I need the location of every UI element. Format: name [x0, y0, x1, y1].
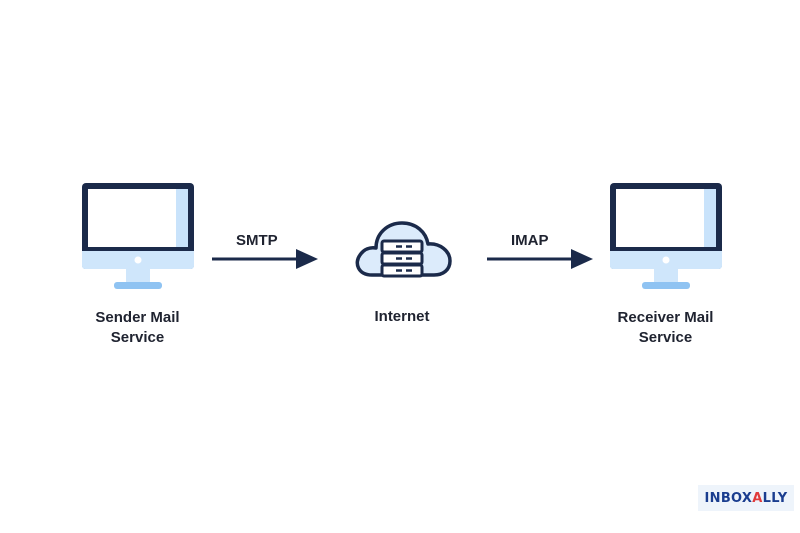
internet-label: Internet — [374, 308, 430, 325]
sender-node: Sender Mail Service — [70, 180, 205, 348]
logo-text-inbox: INBOX — [704, 490, 753, 506]
imap-label: IMAP — [511, 232, 549, 249]
smtp-label: SMTP — [236, 232, 278, 249]
receiver-node: Receiver Mail Service — [598, 180, 733, 348]
smtp-arrow — [212, 249, 318, 269]
internet-node: Internet — [340, 215, 464, 327]
receiver-label: Receiver Mail Service — [617, 309, 714, 346]
monitor-icon — [609, 183, 722, 289]
monitor-icon — [81, 183, 194, 289]
logo-text-lly: LLY — [762, 490, 788, 506]
cloud-server-icon — [355, 221, 452, 278]
sender-label: Sender Mail Service — [95, 309, 180, 346]
imap-arrow — [487, 249, 593, 269]
logo-text-a: A — [752, 490, 763, 506]
